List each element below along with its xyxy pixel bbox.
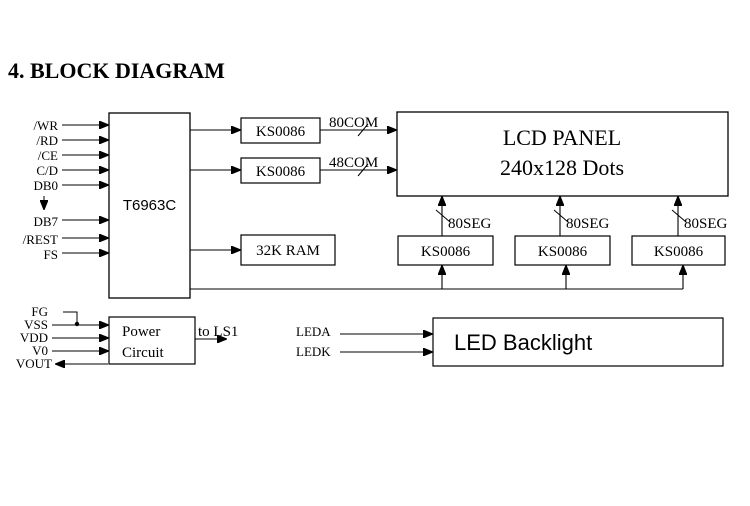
led-backlight-label: LED Backlight: [454, 330, 592, 355]
pin-label-rest: /REST: [23, 232, 58, 247]
pin-label-leda: LEDA: [296, 324, 331, 339]
controller-label: T6963C: [123, 197, 177, 214]
pin-label-db0: DB0: [33, 178, 58, 193]
seg2-bus-label: 80SEG: [566, 216, 610, 232]
controller-block: [108, 112, 191, 299]
ram-label: 32K RAM: [256, 243, 320, 259]
com1-bus-slash: [357, 123, 369, 137]
com2-bus-slash: [357, 163, 369, 177]
pin-label-ce: /CE: [38, 148, 58, 163]
pin-label-fg: FG: [31, 304, 48, 319]
pin-label-wr: /WR: [33, 118, 58, 133]
pin-label-vout: VOUT: [16, 356, 52, 371]
pin-label-db7: DB7: [33, 214, 58, 229]
seg-driver-1-label: KS0086: [421, 244, 471, 260]
pin-label-fs: FS: [44, 247, 58, 262]
seg-driver-3-label: KS0086: [654, 244, 704, 260]
lcd-panel-title: LCD PANEL: [503, 125, 621, 150]
pin-label-ledk: LEDK: [296, 344, 331, 359]
power-circuit-label-2: Circuit: [122, 345, 164, 361]
seg-driver-2-label: KS0086: [538, 244, 588, 260]
com-driver-1-label: KS0086: [256, 124, 306, 140]
ram-block: [240, 234, 336, 266]
pin-label-vdd: VDD: [20, 330, 48, 345]
seg3-bus-label: 80SEG: [684, 216, 728, 232]
seg2-bus-slash: [553, 209, 569, 223]
com-driver-2-label: KS0086: [256, 164, 306, 180]
power-output-label: to LS1: [198, 324, 238, 340]
pin-label-v0: V0: [32, 343, 48, 358]
seg3-bus-slash: [671, 209, 687, 223]
controller-pin-arrows: [62, 125, 108, 253]
com1-bus-label: 80COM: [329, 115, 378, 131]
led-backlight-block: [432, 317, 724, 367]
pin-label-rd: /RD: [36, 133, 58, 148]
pin-label-cd: C/D: [36, 163, 58, 178]
power-circuit-block: [108, 316, 196, 365]
power-circuit-label-1: Power: [122, 324, 160, 340]
seg1-bus-label: 80SEG: [448, 216, 492, 232]
power-pin-arrows: [52, 325, 108, 364]
fg-wire: [63, 311, 78, 324]
seg1-bus-slash: [435, 209, 451, 223]
pin-label-vss: VSS: [24, 317, 48, 332]
com2-bus-label: 48COM: [329, 155, 378, 171]
lcd-panel-resolution: 240x128 Dots: [500, 155, 624, 180]
section-heading: 4. BLOCK DIAGRAM: [8, 58, 225, 83]
